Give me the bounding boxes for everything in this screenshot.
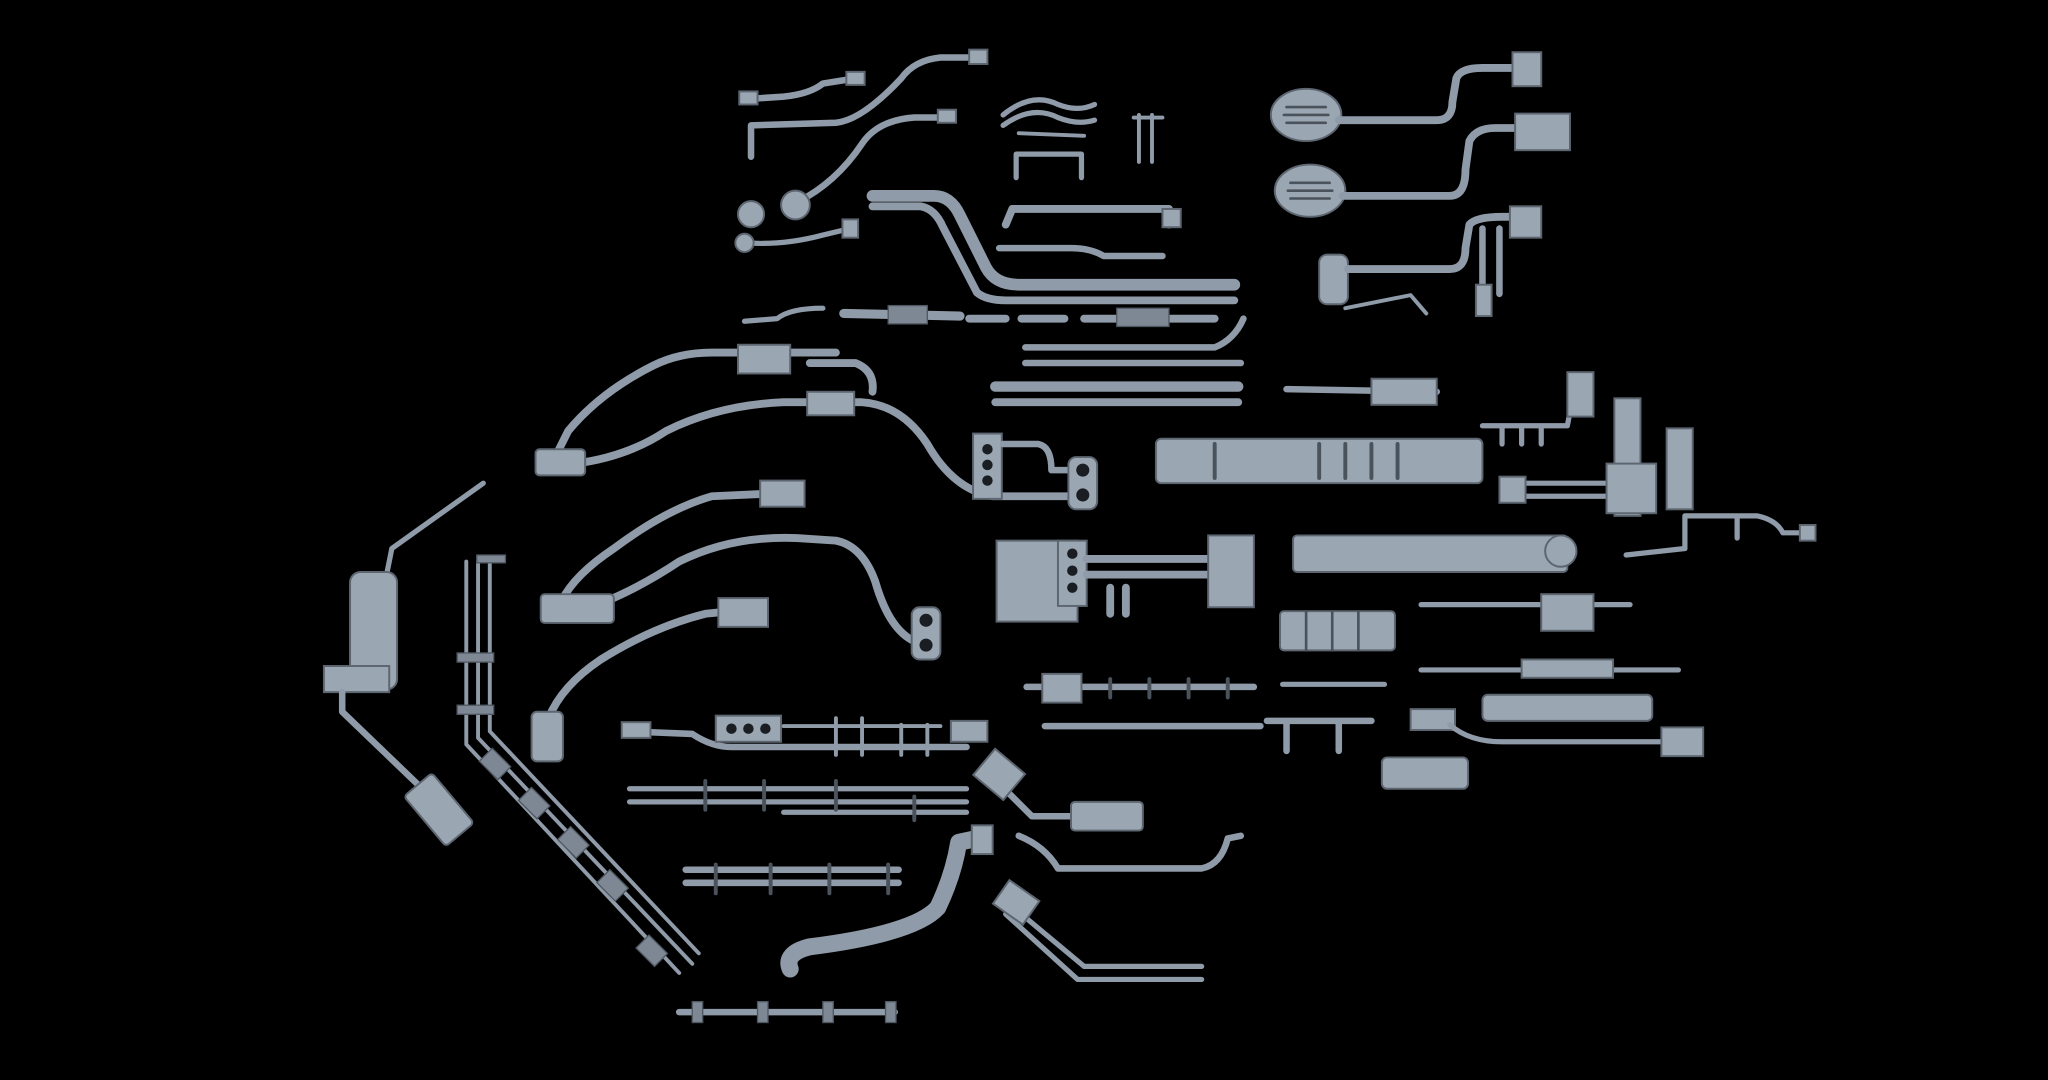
pipe-group-center-machinery [995,377,1578,652]
pipe-group-bottom-left [620,714,994,1024]
pipe-group-right [1380,371,1817,790]
pipe-group-top-right-vents [1269,51,1571,318]
pipe-group-bottom-center [971,672,1388,983]
pipe-group-top-left [734,48,989,254]
pipe-group-far-left [322,480,701,975]
pipe-group-top-center [866,97,1241,305]
pipe-group-left-curves [530,343,1099,763]
pipe-group-middle-rows [741,304,1247,407]
